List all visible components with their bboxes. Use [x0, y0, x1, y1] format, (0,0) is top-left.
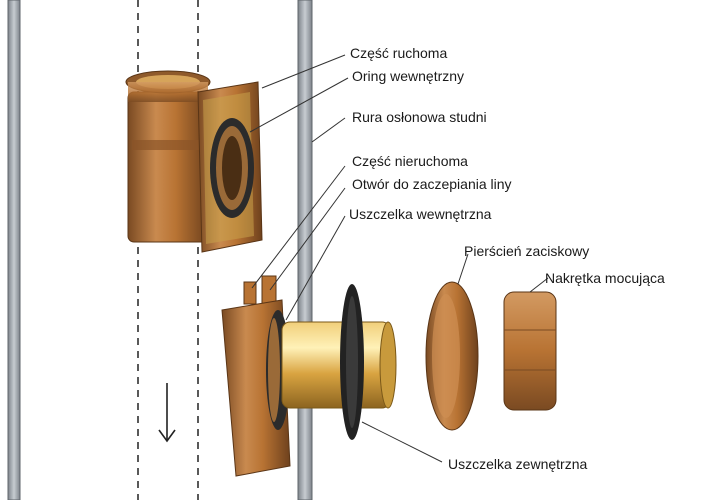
- label-otwor-liny: Otwór do zaczepiania liny: [352, 176, 512, 192]
- label-rura-oslonowa: Rura osłonowa studni: [352, 109, 487, 125]
- leader-czesc-ruchoma: [261, 54, 346, 89]
- label-czesc-nieruchoma: Część nieruchoma: [352, 153, 468, 169]
- movable-part: [125, 70, 263, 253]
- fixing-nut: [503, 291, 557, 411]
- label-czesc-ruchoma: Część ruchoma: [350, 45, 448, 61]
- pipe-wall-right: [297, 0, 313, 500]
- label-uszczelka-wewnetrzna: Uszczelka wewnętrzna: [349, 206, 492, 222]
- leader-otwor: [269, 187, 346, 291]
- label-uszczelka-zewnetrzna: Uszczelka zewnętrzna: [448, 456, 588, 472]
- clamping-ring: [425, 281, 479, 431]
- leader-uszczelka-wew: [285, 215, 346, 321]
- label-pierscien-zaciskowy: Pierścień zaciskowy: [464, 243, 590, 259]
- leader-czesc-nieruchoma: [251, 165, 346, 289]
- leader-lines: [249, 54, 549, 463]
- leader-uszczelka-zew: [361, 421, 443, 463]
- outer-gasket: [340, 284, 364, 440]
- brass-thread-stub: [281, 321, 397, 409]
- leader-oring: [249, 77, 349, 133]
- leader-pierscien: [457, 253, 469, 285]
- down-arrow-icon: [158, 383, 176, 443]
- leader-rura: [311, 117, 346, 143]
- leader-nakretka: [529, 277, 549, 293]
- label-oring-wewnetrzny: Oring wewnętrzny: [352, 68, 465, 84]
- pipe-wall-left: [7, 0, 21, 500]
- fixed-part: [221, 275, 291, 477]
- label-nakretka-mocujaca: Nakrętka mocująca: [545, 270, 665, 286]
